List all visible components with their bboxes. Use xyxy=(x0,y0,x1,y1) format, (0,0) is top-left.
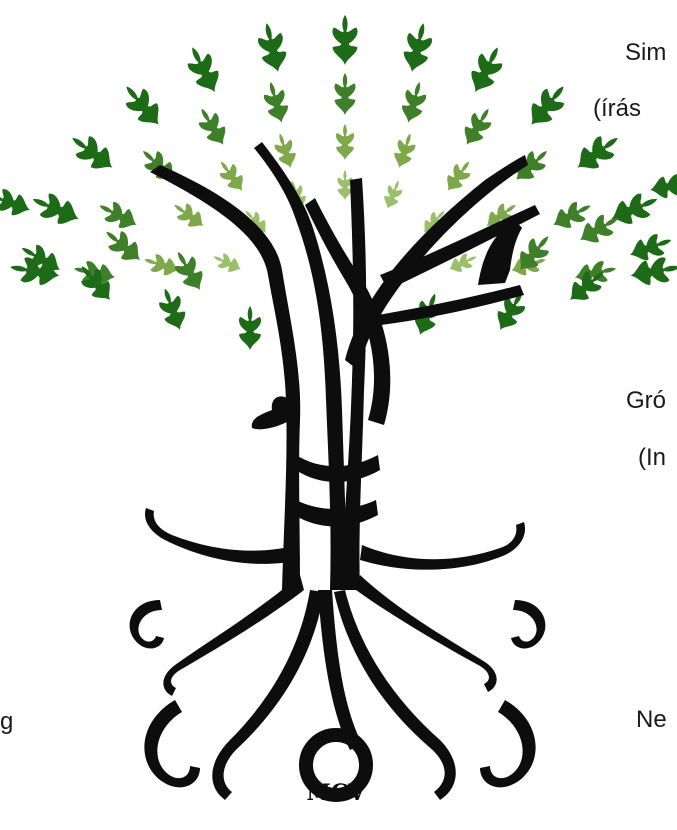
leaf xyxy=(572,258,619,288)
leaf xyxy=(570,127,626,178)
side-label-1: Sim xyxy=(625,39,667,66)
leaf xyxy=(154,284,191,334)
side-label-5: g xyxy=(0,708,14,735)
logo-monogram: MCV xyxy=(307,780,367,806)
leaf xyxy=(380,177,406,212)
leaf xyxy=(398,79,430,126)
leaf xyxy=(27,187,84,231)
side-label-4: (In xyxy=(638,444,667,471)
leaf xyxy=(254,20,291,75)
leaf xyxy=(440,156,477,196)
side-label-2: (írás xyxy=(593,95,641,122)
leaf xyxy=(521,78,574,133)
leaf xyxy=(238,306,262,350)
leaf xyxy=(463,41,509,98)
leaf xyxy=(141,250,182,280)
leaf xyxy=(0,184,34,221)
leaf xyxy=(260,79,292,126)
leaf xyxy=(648,171,677,201)
leaf xyxy=(99,223,148,269)
leaf xyxy=(628,254,677,289)
leaf xyxy=(116,78,169,133)
leaf xyxy=(390,130,419,171)
leaf xyxy=(94,196,142,235)
leaf xyxy=(181,41,227,98)
leaf xyxy=(626,229,676,266)
trunk xyxy=(129,142,546,802)
leaf xyxy=(457,103,498,151)
leaf xyxy=(192,103,233,151)
leaf xyxy=(64,127,120,178)
leaf xyxy=(399,20,436,75)
leaf xyxy=(210,249,244,277)
leaf xyxy=(168,197,209,234)
canopy xyxy=(0,15,677,350)
side-label-6: Ne xyxy=(636,706,667,733)
leaf xyxy=(335,124,355,160)
leaf xyxy=(334,73,356,115)
leaf xyxy=(213,156,250,196)
leaf xyxy=(606,187,663,231)
leaf xyxy=(332,15,358,65)
side-label-3: Gró xyxy=(626,387,667,414)
